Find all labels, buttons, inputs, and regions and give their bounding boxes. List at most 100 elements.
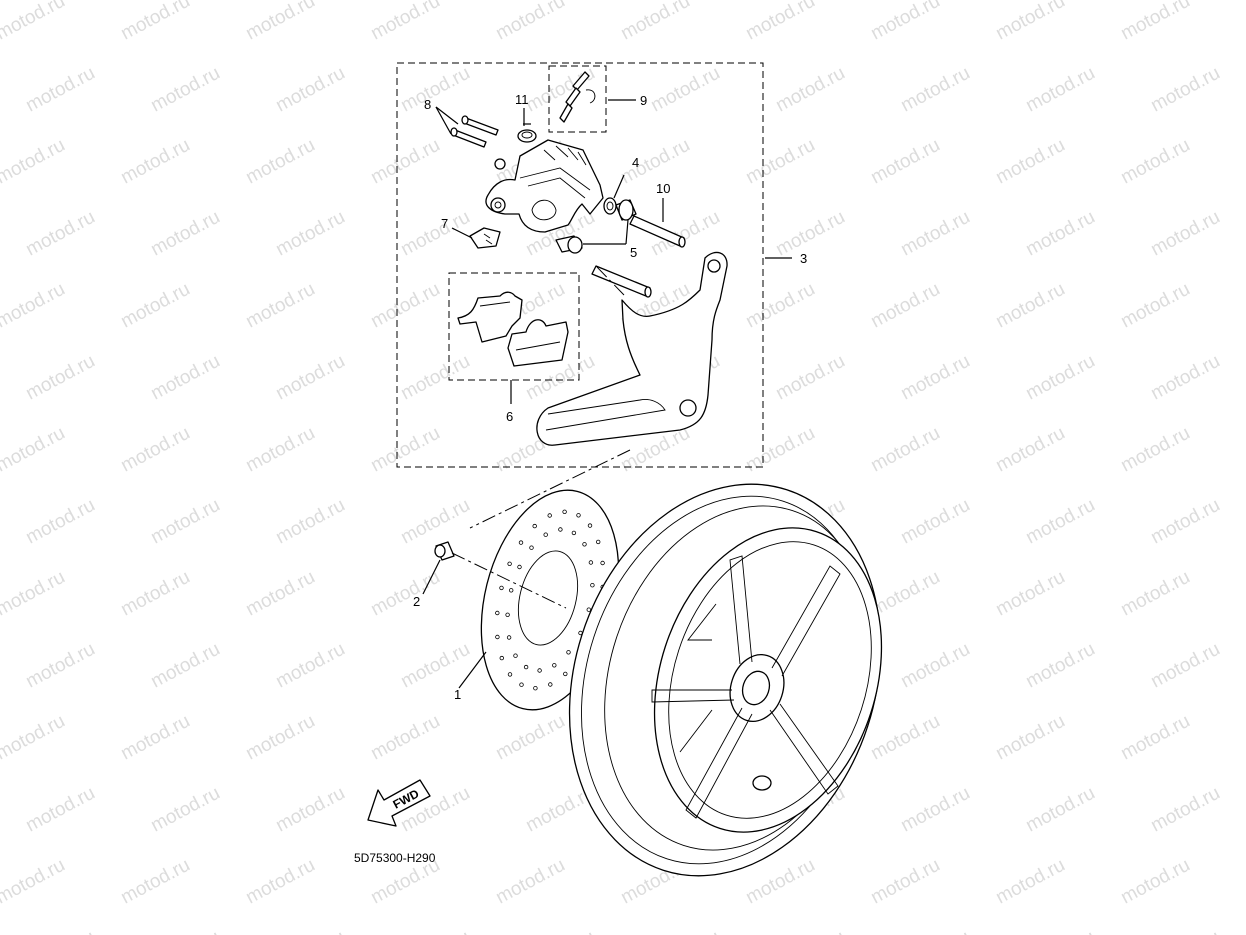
watermark-text: motod.ru bbox=[1242, 567, 1246, 621]
watermark-text: motod.ru bbox=[147, 783, 223, 837]
watermark-text: motod.ru bbox=[0, 135, 69, 189]
watermark-text: motod.ru bbox=[1117, 279, 1193, 333]
callout-11: 11 bbox=[515, 92, 529, 107]
watermark-text: motod.ru bbox=[1117, 423, 1193, 477]
watermark-text: motod.ru bbox=[242, 423, 318, 477]
watermark-text: motod.ru bbox=[1242, 855, 1246, 909]
callout-5: 5 bbox=[630, 245, 637, 260]
figure-code: 5D75300-H290 bbox=[354, 851, 436, 865]
watermark-text: motod.ru bbox=[867, 279, 943, 333]
brake-pad-boundary bbox=[448, 272, 580, 381]
disc-hole bbox=[533, 686, 538, 691]
watermark-text: motod.ru bbox=[617, 0, 693, 44]
watermark-text: motod.ru bbox=[1022, 495, 1098, 549]
disc-hole bbox=[506, 635, 512, 640]
watermark-text: motod.ru bbox=[1242, 0, 1246, 44]
watermark-text: motod.ru bbox=[117, 711, 193, 765]
watermark-text: motod.ru bbox=[992, 567, 1068, 621]
slide-pin bbox=[629, 215, 686, 248]
watermark-text: motod.ru bbox=[117, 279, 193, 333]
watermark-text: motod.ru bbox=[1147, 351, 1223, 405]
watermark-text: motod.ru bbox=[367, 423, 443, 477]
watermark-text: motod.ru bbox=[22, 927, 98, 935]
disc-hole bbox=[562, 509, 567, 514]
watermark-text: motod.ru bbox=[1022, 351, 1098, 405]
watermark-text: motod.ru bbox=[867, 423, 943, 477]
watermark-text: motod.ru bbox=[242, 855, 318, 909]
caliper-bracket bbox=[536, 251, 728, 446]
watermark-text: motod.ru bbox=[1022, 927, 1098, 935]
watermark-text: motod.ru bbox=[117, 855, 193, 909]
disc-hole bbox=[596, 539, 601, 545]
disc-hole bbox=[547, 513, 552, 518]
watermark-text: motod.ru bbox=[492, 711, 568, 765]
watermark-text: motod.ru bbox=[992, 135, 1068, 189]
watermark-text: motod.ru bbox=[1117, 135, 1193, 189]
watermark-text: motod.ru bbox=[992, 423, 1068, 477]
disc-hole bbox=[548, 682, 553, 687]
watermark-text: motod.ru bbox=[992, 711, 1068, 765]
disc-hole bbox=[499, 655, 504, 661]
brake-pad-a bbox=[457, 291, 523, 343]
watermark-text: motod.ru bbox=[1147, 927, 1223, 935]
boot-5b bbox=[555, 235, 583, 254]
watermark-text: motod.ru bbox=[242, 135, 318, 189]
watermark-text: motod.ru bbox=[742, 423, 818, 477]
watermark-text: motod.ru bbox=[897, 495, 973, 549]
watermark-text: motod.ru bbox=[897, 63, 973, 117]
watermark-text: motod.ru bbox=[22, 639, 98, 693]
bleed-screw-boundary bbox=[548, 65, 607, 133]
guide-pin bbox=[591, 265, 652, 298]
watermark-text: motod.ru bbox=[742, 279, 818, 333]
watermark-text: motod.ru bbox=[992, 0, 1068, 44]
watermark-text: motod.ru bbox=[0, 279, 69, 333]
disc-hole bbox=[552, 663, 557, 668]
watermark-text: motod.ru bbox=[867, 855, 943, 909]
watermark-text: motod.ru bbox=[397, 927, 473, 935]
watermark-text: motod.ru bbox=[272, 639, 348, 693]
watermark-text: motod.ru bbox=[147, 207, 223, 261]
pad-spring bbox=[469, 227, 501, 249]
watermark-text: motod.ru bbox=[772, 207, 848, 261]
watermark-text: motod.ru bbox=[1022, 63, 1098, 117]
watermark-text: motod.ru bbox=[397, 495, 473, 549]
disc-bolt bbox=[434, 541, 455, 561]
callout-8: 8 bbox=[424, 97, 431, 112]
watermark-text: motod.ru bbox=[147, 63, 223, 117]
watermark-text: motod.ru bbox=[397, 351, 473, 405]
disc-hole bbox=[537, 668, 542, 673]
watermark-text: motod.ru bbox=[992, 855, 1068, 909]
watermark-text: motod.ru bbox=[272, 207, 348, 261]
watermark-text: motod.ru bbox=[492, 855, 568, 909]
disc-hole bbox=[495, 634, 500, 640]
callout-9: 9 bbox=[640, 93, 647, 108]
watermark-text: motod.ru bbox=[1117, 567, 1193, 621]
disc-hole bbox=[505, 612, 510, 617]
watermark-text: motod.ru bbox=[897, 207, 973, 261]
watermark-text: motod.ru bbox=[22, 63, 98, 117]
callout-4: 4 bbox=[632, 155, 639, 170]
seal-4 bbox=[603, 197, 617, 215]
disc-hole bbox=[600, 560, 605, 566]
callout-2: 2 bbox=[413, 594, 420, 609]
alignment-line-bolt bbox=[451, 552, 567, 609]
disc-hole bbox=[532, 523, 537, 529]
watermark-text: motod.ru bbox=[272, 351, 348, 405]
disc-hole bbox=[558, 527, 563, 532]
watermark-text: motod.ru bbox=[1242, 423, 1246, 477]
watermark-text: motod.ru bbox=[647, 927, 723, 935]
watermark-text: motod.ru bbox=[1022, 783, 1098, 837]
watermark-text: motod.ru bbox=[867, 711, 943, 765]
disc-hole bbox=[587, 523, 593, 528]
watermark-text: motod.ru bbox=[897, 639, 973, 693]
watermark-text: motod.ru bbox=[367, 279, 443, 333]
watermark-text: motod.ru bbox=[867, 567, 943, 621]
leader-lines bbox=[422, 99, 792, 689]
rear-wheel bbox=[568, 483, 883, 877]
watermark-text: motod.ru bbox=[117, 135, 193, 189]
watermark-text: motod.ru bbox=[22, 495, 98, 549]
watermark-text: motod.ru bbox=[1022, 207, 1098, 261]
watermark-text: motod.ru bbox=[0, 711, 69, 765]
watermark-text: motod.ru bbox=[147, 927, 223, 935]
disc-hole bbox=[588, 560, 594, 565]
